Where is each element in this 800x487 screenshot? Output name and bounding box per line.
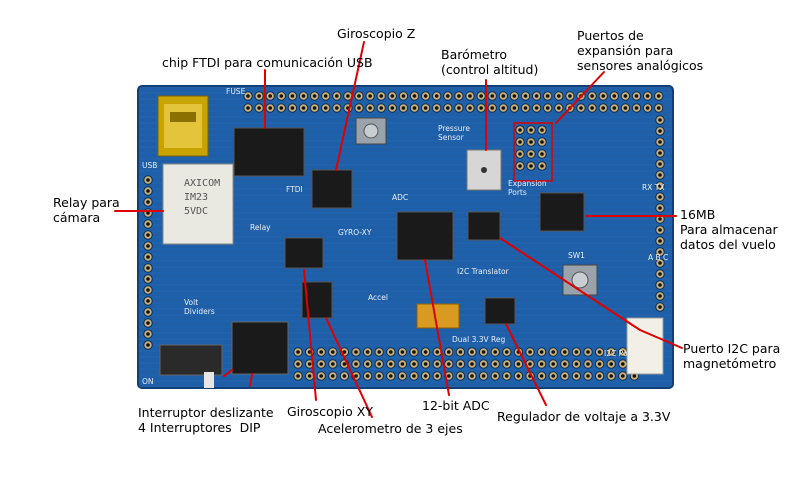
label-acelerometro: Acelerometro de 3 ejes xyxy=(318,421,463,436)
silkscreen-label: Accel xyxy=(368,293,388,302)
silkscreen-label: ADC xyxy=(392,193,408,202)
relay-marking: IM23 xyxy=(184,192,208,203)
annotation-line xyxy=(639,329,683,349)
silkscreen-label: Relay xyxy=(250,223,271,232)
memory-chip xyxy=(539,192,585,232)
annotation-line xyxy=(505,323,547,406)
dip-switches xyxy=(231,321,289,375)
relay-component xyxy=(162,163,234,245)
silkscreen-label: Expansion xyxy=(508,179,547,188)
header-pins xyxy=(143,91,665,381)
label-puerto-i2c: Puerto I2C para magnetómetro xyxy=(683,341,781,371)
label-giroscopio-z: Giroscopio Z xyxy=(337,26,416,41)
annotation-line xyxy=(335,41,365,171)
silkscreen-label: Pressure xyxy=(438,124,470,133)
silkscreen-label: SW1 xyxy=(568,251,585,260)
silkscreen-label: USB xyxy=(142,161,157,170)
tantalum-cap xyxy=(416,303,460,329)
gyro-z-chip xyxy=(311,169,353,209)
annotation-line xyxy=(555,71,605,124)
label-adc: 12-bit ADC xyxy=(422,398,490,413)
relay-marking: AXICOM xyxy=(184,178,220,189)
slide-switch xyxy=(159,344,223,388)
label-barometro: Barómetro (control altitud) xyxy=(441,47,539,77)
reset-button xyxy=(355,117,387,145)
annotation-line xyxy=(499,237,641,331)
silkscreen-label: Ports xyxy=(508,188,527,197)
annotation-line xyxy=(424,259,450,396)
voltage-regulator xyxy=(484,297,516,325)
i2c-port-connector xyxy=(626,317,664,375)
silkscreen-label: GYRO-XY xyxy=(338,228,372,237)
annotation-line xyxy=(325,317,373,418)
i2c-translator-chip xyxy=(467,211,501,241)
annotation-line xyxy=(249,373,253,387)
usb-connector xyxy=(157,95,209,157)
relay-marking: 5VDC xyxy=(184,206,208,217)
silkscreen-label: I2C Port xyxy=(604,349,634,358)
silkscreen-label: Dual 3.3V Reg xyxy=(452,335,506,344)
annotation-line xyxy=(303,269,317,401)
expansion-ports-box xyxy=(513,122,553,182)
silkscreen-label: ON xyxy=(142,377,154,386)
label-ftdi: chip FTDI para comunicación USB xyxy=(162,55,373,70)
label-interruptores: Interruptor deslizante 4 Interruptores D… xyxy=(138,405,274,435)
silkscreen-label: RX TX xyxy=(642,183,664,192)
annotation-lines xyxy=(114,41,683,418)
silkscreen-label: FTDI xyxy=(286,185,303,194)
label-memoria: 16MB Para almacenar datos del vuelo xyxy=(680,207,778,252)
silkscreen-label: Sensor xyxy=(438,133,465,142)
adc-chip xyxy=(396,211,454,261)
label-relay: Relay para cámara xyxy=(53,195,120,225)
silkscreen-label: Dividers xyxy=(184,307,215,316)
label-regulador: Regulador de voltaje a 3.3V xyxy=(497,409,671,424)
ftdi-chip xyxy=(233,127,305,177)
silkscreen-label: A B C xyxy=(648,253,668,262)
silkscreen-label: FUSE xyxy=(226,87,246,96)
gyro-xy-chip xyxy=(284,237,324,269)
label-puertos-expansion: Puertos de expansión para sensores analó… xyxy=(577,28,704,73)
silkscreen-text: FUSE USB FTDI Relay PressureSensorExpansionP… xyxy=(142,87,668,386)
pressure-sensor xyxy=(466,149,502,191)
annotation-line xyxy=(223,369,233,377)
silkscreen-label: I2C Translator xyxy=(457,267,510,276)
label-giroscopio-xy: Giroscopio XY xyxy=(287,404,373,419)
silkscreen-label: Volt xyxy=(184,298,198,307)
